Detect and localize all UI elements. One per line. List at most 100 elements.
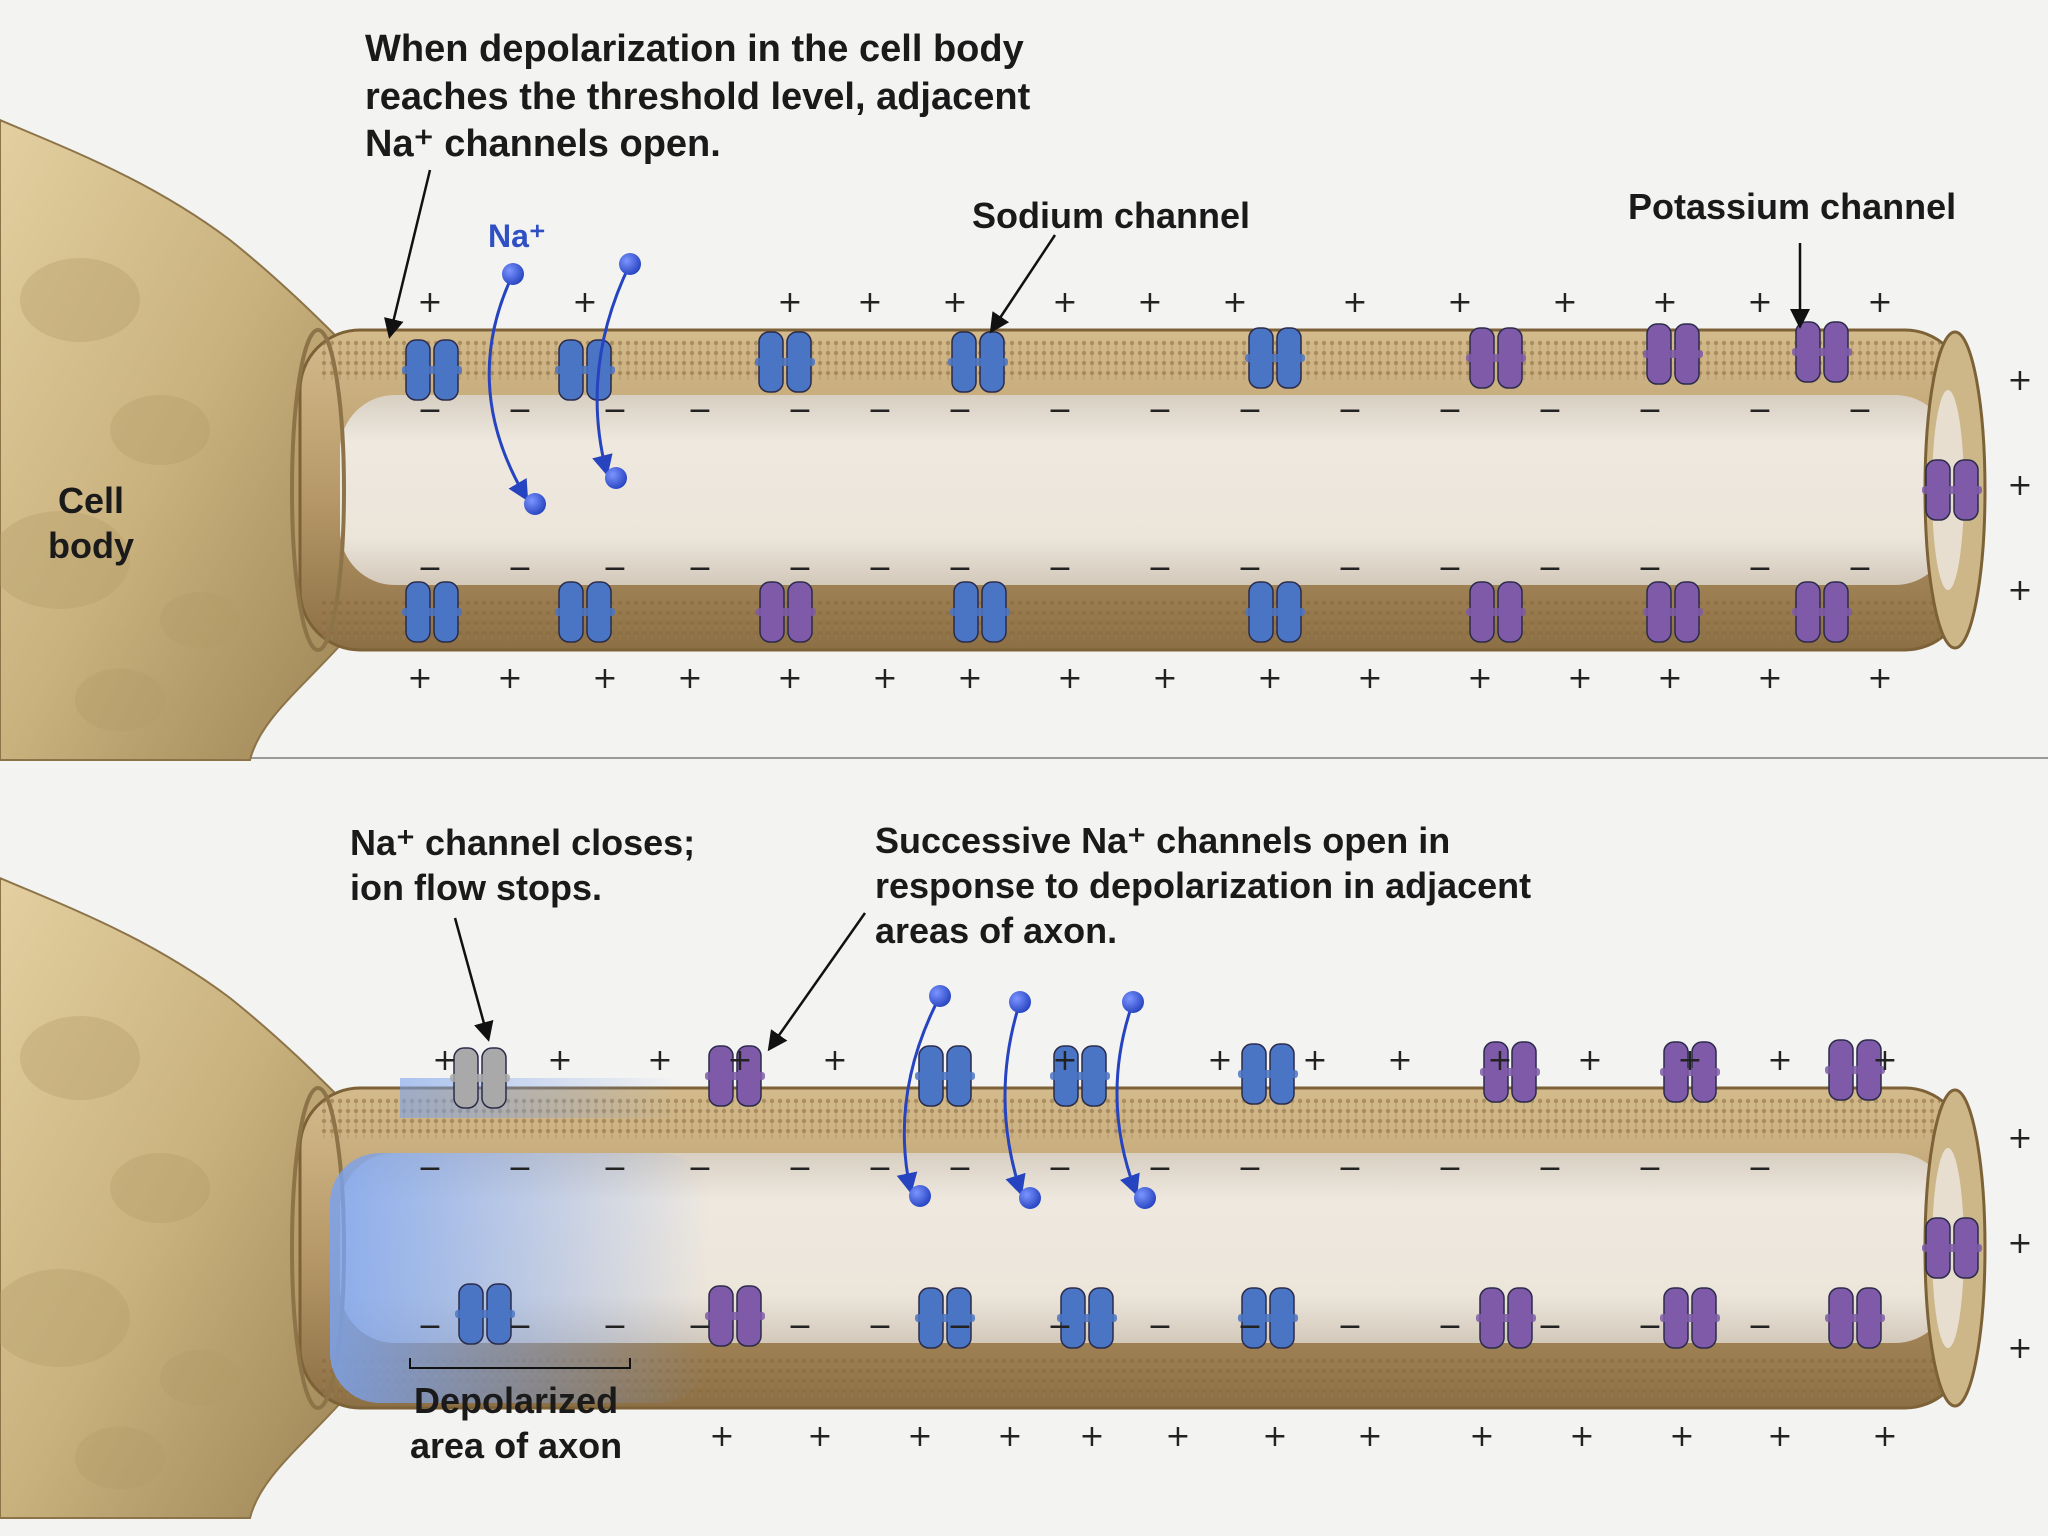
inside-charge: − xyxy=(787,1309,812,1344)
cell-body-texture xyxy=(160,1350,240,1406)
na-ion-label: Na⁺ xyxy=(488,218,546,254)
potassium-channel xyxy=(705,1045,765,1107)
sodium-ion xyxy=(502,263,524,285)
cell-body-texture xyxy=(160,592,240,648)
ion-flow-arrow xyxy=(592,263,632,477)
sodium-channel xyxy=(1245,327,1305,389)
potassium-channel-label: Potassium channel xyxy=(1628,186,1957,227)
potassium-channel-band xyxy=(1922,1244,1982,1252)
inside-charge: − xyxy=(1637,1151,1662,1186)
sodium-channel xyxy=(1050,1045,1110,1107)
depolarized-glow xyxy=(330,1153,710,1403)
potassium-channel xyxy=(1466,581,1526,643)
inside-charge: − xyxy=(1537,551,1562,586)
cell-body-label: Cell body xyxy=(48,480,134,566)
inside-charge: − xyxy=(602,1151,627,1186)
cell-body-texture xyxy=(75,1426,165,1490)
potassium-channel xyxy=(1825,1039,1885,1101)
outside-charge: + xyxy=(872,661,897,696)
outside-charge: + xyxy=(1357,1419,1382,1454)
closed-sodium-channel-band xyxy=(450,1074,510,1082)
potassium-channel-band xyxy=(1792,608,1852,616)
inside-charge: − xyxy=(1847,393,1872,428)
inside-charge: − xyxy=(867,1309,892,1344)
sodium-channel-band xyxy=(555,608,615,616)
ion-flow-arrow xyxy=(1003,1001,1026,1197)
outside-charge: + xyxy=(1469,1419,1494,1454)
potassium-channel xyxy=(1922,1217,1982,1279)
depolarized-glow-top xyxy=(400,1078,680,1118)
sodium-channel-band xyxy=(1238,1070,1298,1078)
potassium-channel xyxy=(1643,323,1703,385)
outside-charge: + xyxy=(572,285,597,320)
sodium-channel-band xyxy=(1245,354,1305,362)
inside-charge: − xyxy=(417,551,442,586)
inside-charge: − xyxy=(687,1151,712,1186)
inside-charge: − xyxy=(1747,1309,1772,1344)
sodium-ion xyxy=(1009,991,1031,1013)
inside-charge: − xyxy=(1047,1309,1072,1344)
sodium-channel-label: Sodium channel xyxy=(972,195,1251,236)
inside-charge: − xyxy=(1437,1309,1462,1344)
sodium-channel-band xyxy=(755,358,815,366)
outside-charge: + xyxy=(1872,1043,1897,1078)
outside-charge: + xyxy=(432,1043,457,1078)
potassium-channel xyxy=(1480,1041,1540,1103)
outside-charge: + xyxy=(822,1043,847,1078)
cell-body-texture xyxy=(20,1016,140,1100)
potassium-channel xyxy=(1466,327,1526,389)
inside-charge: − xyxy=(1537,393,1562,428)
channel-closes-label: Na⁺ channel closes; ion flow stops. xyxy=(350,822,696,908)
inside-charge: − xyxy=(687,1309,712,1344)
inside-charge: − xyxy=(1437,551,1462,586)
inside-charge: − xyxy=(687,393,712,428)
potassium-channel-band xyxy=(705,1072,765,1080)
inside-charge: − xyxy=(1237,1309,1262,1344)
potassium-channel xyxy=(705,1285,765,1347)
outside-charge: + xyxy=(1569,1419,1594,1454)
inside-charge: − xyxy=(1537,1309,1562,1344)
inside-charge: − xyxy=(602,551,627,586)
outside-charge: + xyxy=(547,1043,572,1078)
outside-charge: + xyxy=(417,285,442,320)
sodium-channel xyxy=(1245,581,1305,643)
inside-charge: − xyxy=(1637,1309,1662,1344)
ion-flow-arrow xyxy=(1115,1001,1140,1196)
ion-flow-arrow xyxy=(896,995,942,1195)
sodium-channel xyxy=(402,339,462,401)
axon-hillock-collar xyxy=(290,328,346,652)
outside-charge: + xyxy=(807,1419,832,1454)
outside-charge: + xyxy=(1137,285,1162,320)
inside-charge: − xyxy=(507,393,532,428)
inside-charge: − xyxy=(1437,1151,1462,1186)
inside-charge: − xyxy=(1637,551,1662,586)
inside-charge: − xyxy=(947,393,972,428)
outside-charge: + xyxy=(1165,1419,1190,1454)
outside-charge: + xyxy=(1677,1043,1702,1078)
outside-charge: + xyxy=(1079,1419,1104,1454)
potassium-channel-band xyxy=(705,1312,765,1320)
outside-charge: + xyxy=(1207,1043,1232,1078)
axon-interior xyxy=(340,395,1950,585)
sodium-channel-band xyxy=(1245,608,1305,616)
potassium-channel xyxy=(1643,581,1703,643)
inside-charge: − xyxy=(1537,1151,1562,1186)
sodium-ion xyxy=(1134,1187,1156,1209)
outside-charge: + xyxy=(907,1419,932,1454)
inside-charge: − xyxy=(687,551,712,586)
potassium-channel-band xyxy=(1660,1068,1720,1076)
panel-2: +++++++++++++++++++++++++++−−−−−−−−−−−−−… xyxy=(0,876,2033,1519)
outside-charge: + xyxy=(1302,1043,1327,1078)
sodium-ion xyxy=(1019,1187,1041,1209)
successive-channels-label: Successive Na⁺ channels open in response… xyxy=(875,820,1532,951)
inside-charge: − xyxy=(1147,1309,1172,1344)
potassium-channel xyxy=(756,581,816,643)
inside-charge: − xyxy=(787,551,812,586)
sodium-channel-band xyxy=(555,366,615,374)
sodium-channel-band xyxy=(402,366,462,374)
panel-1: ++++++++++++++++++++++++++++++−−−−−−−−−−… xyxy=(0,118,2033,761)
outside-charge: + xyxy=(777,285,802,320)
inside-charge: − xyxy=(1437,393,1462,428)
potassium-channel-band xyxy=(1825,1314,1885,1322)
